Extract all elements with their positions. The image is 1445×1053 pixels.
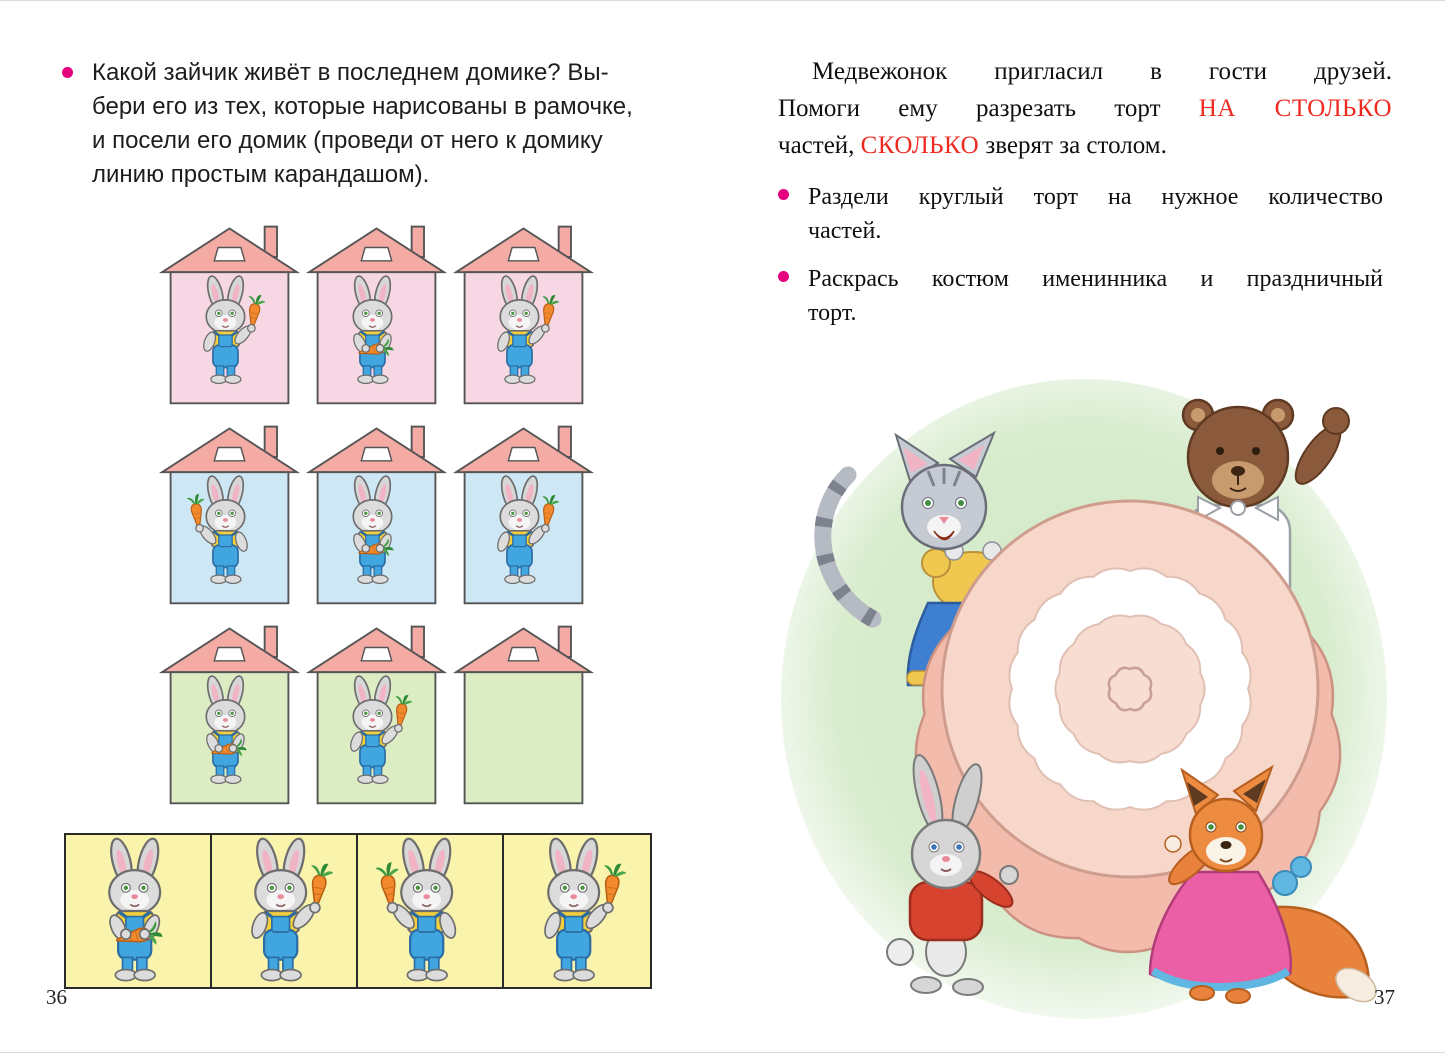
intro-paragraph: Медвежонок пригласил в гости друзей. Помо… [778, 53, 1392, 164]
paragraph-segment: Медвежонок пригласил в гости друзей. [812, 58, 1392, 85]
empty-house [452, 625, 595, 805]
birthday-illustration [781, 379, 1387, 1019]
bunny-illustration [205, 675, 247, 785]
bullet-text-line: Раздели круглый торт на нужное количеств… [808, 184, 1383, 210]
carrot-icon [604, 863, 627, 909]
paragraph-line: Медвежонок пригласил в гости друзей. [778, 53, 1392, 90]
bullet-dot-icon [778, 189, 789, 200]
paragraph-segment: Помоги ему разрезать торт [778, 95, 1199, 122]
bunny-illustration [497, 275, 560, 385]
house [305, 425, 448, 605]
carrot-icon [395, 695, 413, 730]
house [305, 225, 448, 405]
house-row [158, 619, 602, 809]
choice-bunny-cell [358, 835, 504, 987]
carrot-icon [186, 493, 205, 530]
bunny-illustration [497, 475, 560, 585]
bunny-illustration [186, 475, 248, 585]
bunny-illustration [375, 837, 457, 982]
paragraph-segment: зверят за столом. [979, 132, 1167, 159]
bullet-list: Раздели круглый торт на нужное количеств… [778, 180, 1392, 330]
attic-window [360, 246, 393, 262]
carrot-icon [311, 863, 334, 909]
right-page-text: Медвежонок пригласил в гости друзей. Помо… [778, 53, 1392, 330]
paragraph-line: частей, СКОЛЬКО зверят за столом. [778, 127, 1392, 164]
bunny-illustration [203, 275, 266, 385]
attic-window [360, 646, 393, 662]
bullet-text-line: торт. [808, 300, 857, 326]
attic-window [213, 646, 246, 662]
houses-grid [158, 219, 602, 819]
paragraph-segment: частей, [778, 132, 861, 159]
attic-window [507, 246, 540, 262]
task-text-line: бери его из тех, которые нарисованы в ра… [92, 93, 633, 120]
task-text-line: и посели его домик (проведи от него к до… [92, 127, 603, 154]
bunny-illustration [352, 475, 394, 585]
attic-window [507, 446, 540, 462]
attic-window [213, 446, 246, 462]
house [452, 225, 595, 405]
paragraph-line: Помоги ему разрезать торт НА СТОЛЬКО [778, 90, 1392, 127]
house [305, 625, 448, 805]
left-task-block: Какой зайчик живёт в последнем домике? В… [62, 56, 677, 192]
highlighted-word: НА СТОЛЬКО [1198, 95, 1392, 122]
bunny-illustration [350, 675, 413, 785]
choice-bunny-cell [66, 835, 212, 987]
bullet-text-line: Раскрась костюм именинника и праздничный [808, 266, 1383, 292]
highlighted-word: СКОЛЬКО [860, 132, 980, 159]
bullet-item: Раскрась костюм именинника и праздничный… [778, 262, 1392, 330]
illustration-wrap [778, 367, 1392, 1027]
house [158, 625, 301, 805]
bunny-illustration [251, 837, 334, 982]
house-row [158, 419, 602, 609]
choices-frame [64, 833, 652, 989]
page-number-right: 37 [1374, 985, 1395, 1009]
carrot-icon [375, 862, 399, 909]
house-wall [463, 671, 584, 805]
house [158, 425, 301, 605]
task-text-line: Какой зайчик живёт в последнем домике? В… [92, 59, 609, 86]
bunny-character [886, 754, 1019, 996]
bunny-illustration [108, 837, 163, 982]
page-number-left: 36 [46, 985, 67, 1009]
house [452, 425, 595, 605]
bullet-dot-icon [778, 271, 789, 282]
choice-bunny-cell [504, 835, 650, 987]
bullet-dot-icon [62, 67, 73, 78]
bullet-item: Раздели круглый торт на нужное количеств… [778, 180, 1392, 248]
carrot-icon [248, 295, 266, 330]
task-text-line: линию простым карандашом). [92, 161, 430, 188]
choice-bunny-cell [212, 835, 358, 987]
bullet-text-line: частей. [808, 218, 882, 244]
attic-window [507, 646, 540, 662]
attic-window [360, 446, 393, 462]
house [158, 225, 301, 405]
house-row [158, 219, 602, 409]
bunny-illustration [544, 837, 627, 982]
task-text: Какой зайчик живёт в последнем домике? В… [92, 56, 677, 192]
attic-window [213, 246, 246, 262]
fox-character [1148, 764, 1377, 1004]
bunny-illustration [352, 275, 394, 385]
